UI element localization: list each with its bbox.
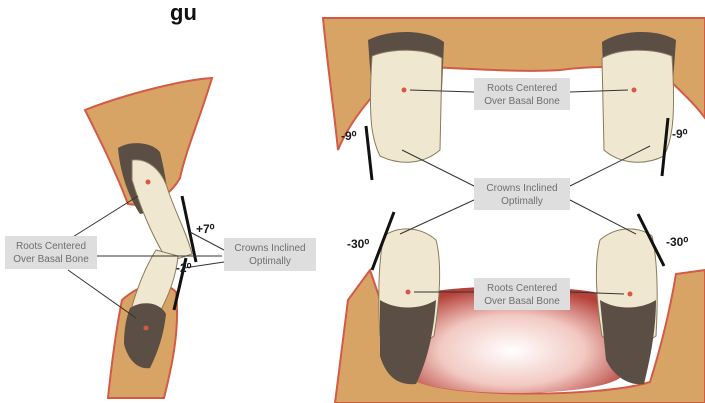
left-minus-degree: -2⁰	[176, 261, 192, 275]
upper-right-degree: -9⁰	[672, 127, 688, 141]
right-crowns-label-line1: Crowns Inclined	[486, 183, 557, 194]
lower-roots-label-line1: Roots Centered	[487, 283, 557, 294]
crowns-pointer-lower-left	[400, 200, 474, 234]
left-roots-label-line1: Roots Centered	[16, 241, 86, 252]
upper-right-crown	[602, 50, 674, 162]
crowns-pointer-lower-right	[570, 200, 636, 234]
left-pointer-lower-root	[68, 270, 136, 318]
right-frontal-view: -9⁰ -9⁰ -30⁰ -30⁰ Roots Centered Over Ba…	[323, 18, 705, 403]
crowns-pointer-upper-left	[402, 150, 474, 186]
left-crowns-label-line1: Crowns Inclined	[234, 243, 305, 254]
lower-left-degree: -30⁰	[347, 237, 369, 251]
lower-roots-label-line2: Over Basal Bone	[484, 296, 560, 307]
upper-roots-label-line2: Over Basal Bone	[484, 96, 560, 107]
left-plus-degree: +7⁰	[196, 222, 215, 236]
title-fragment: gu	[170, 0, 197, 25]
lower-right-root-center	[628, 292, 633, 297]
upper-left-root-center	[402, 88, 407, 93]
left-crowns-label-line2: Optimally	[249, 256, 291, 267]
left-lower-root-center	[144, 326, 149, 331]
lower-right-degree: -30⁰	[666, 235, 688, 249]
right-crowns-label-line2: Optimally	[501, 196, 543, 207]
left-roots-label-line2: Over Basal Bone	[13, 254, 89, 265]
upper-left-degree: -9⁰	[341, 129, 357, 143]
upper-right-root-center	[632, 88, 637, 93]
lower-left-root-center	[406, 290, 411, 295]
left-lateral-view: +7⁰ -2⁰ Roots Centered Over Basal Bone C…	[5, 78, 316, 398]
left-upper-root-center	[146, 180, 151, 185]
upper-roots-label-line1: Roots Centered	[487, 83, 557, 94]
upper-left-incline-line	[366, 126, 372, 180]
upper-left-crown	[370, 50, 442, 162]
left-pointer-upper-root	[68, 196, 138, 240]
